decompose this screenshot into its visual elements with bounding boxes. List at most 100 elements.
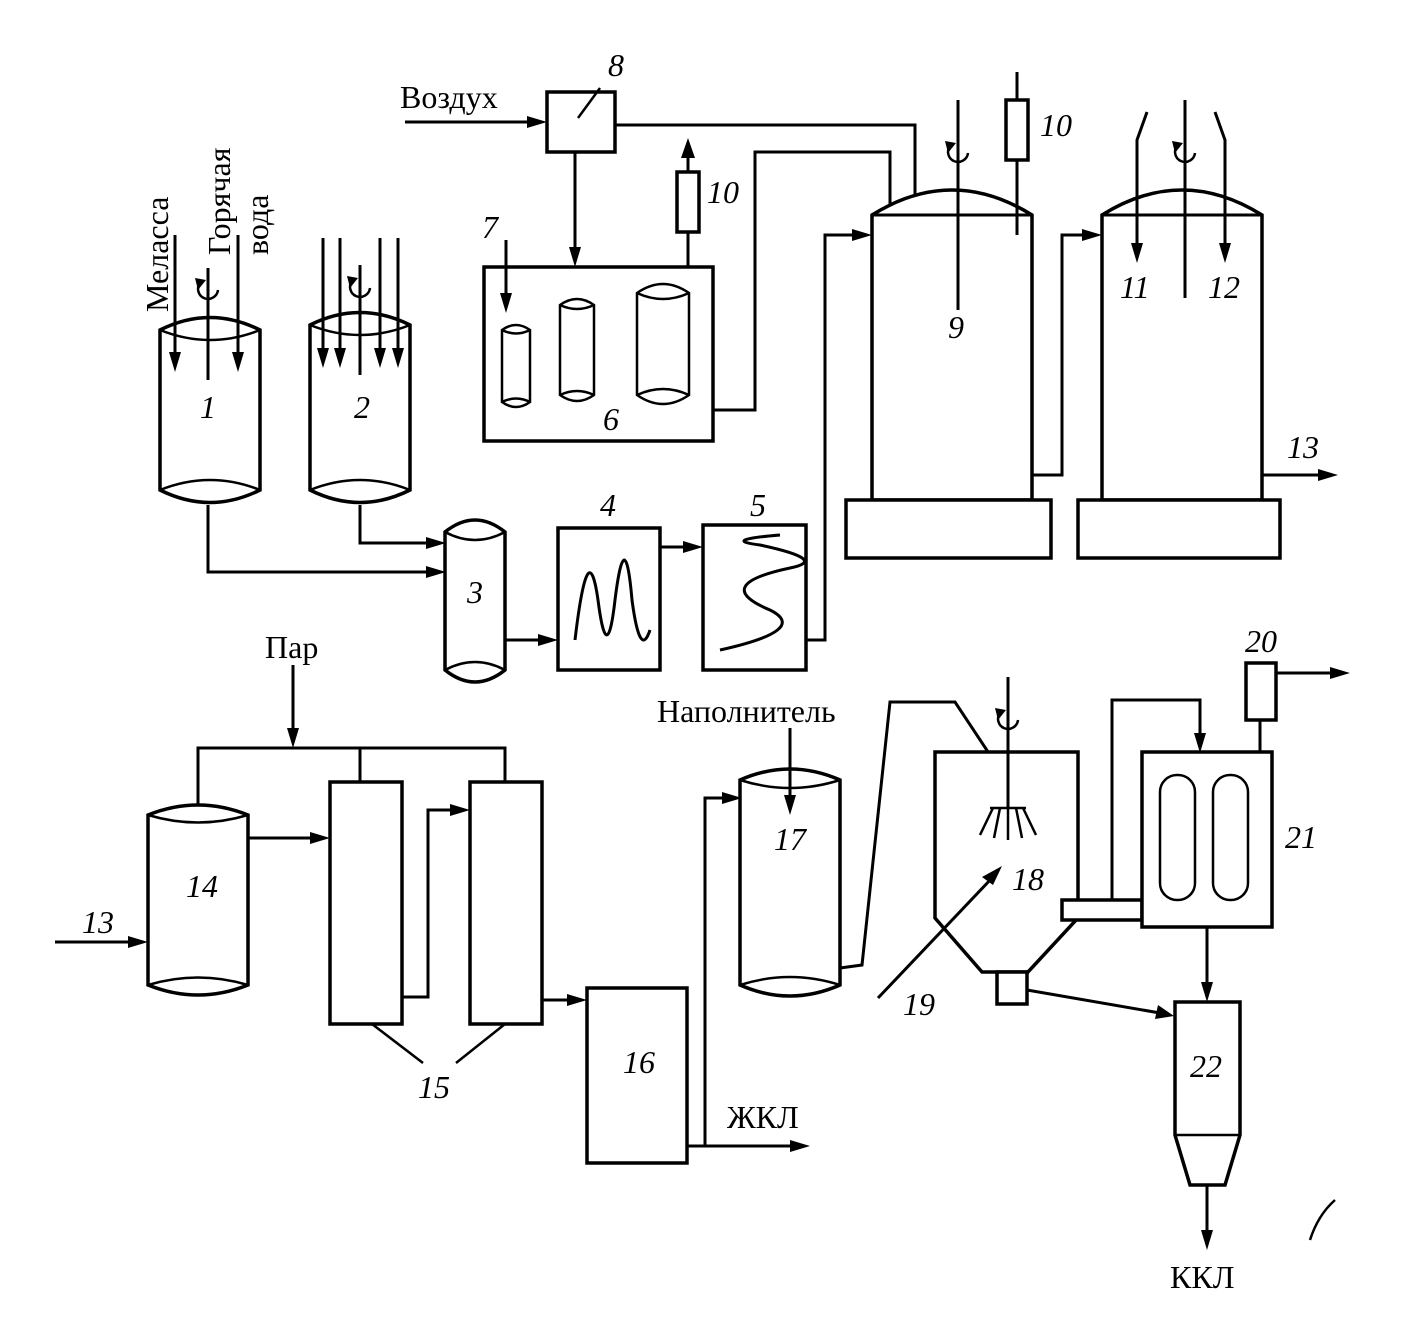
coil-icon [573, 558, 652, 642]
leader-15 [455, 1023, 506, 1064]
tank-16 [585, 986, 689, 1165]
stirrer-icon [1172, 141, 1197, 164]
cyclone-element [1211, 773, 1250, 902]
pipe-15a-to-15b [402, 808, 455, 999]
vessel-17 [738, 767, 842, 998]
inlet-13 [55, 936, 148, 948]
pipe-8-to-9 [615, 123, 917, 250]
filler-label: Наполнитель [657, 693, 836, 729]
number-3: 3 [466, 574, 483, 610]
tank-2-inlets [317, 238, 404, 375]
pipe-8-to-6 [569, 152, 581, 267]
pipe-15-to-16 [542, 994, 587, 1006]
number-8: 8 [608, 47, 624, 83]
hot-water-label: вода [239, 195, 275, 255]
cyclone-duct [1060, 898, 1144, 922]
pipe-dryer-to-21 [1110, 698, 1202, 900]
number-10: 10 [707, 174, 739, 210]
steam-label: Пар [265, 629, 318, 665]
number-6: 6 [603, 401, 619, 437]
scan-mark [1308, 1199, 1336, 1241]
bunker-22 [1173, 1000, 1242, 1187]
dry-product-outlet [1201, 1185, 1213, 1250]
number-18: 18 [1012, 861, 1044, 897]
cooler-5 [701, 523, 808, 672]
heater-4 [556, 526, 662, 672]
filter-20 [1244, 661, 1278, 722]
number-5: 5 [750, 487, 766, 523]
cyclone-element [1158, 773, 1197, 902]
number-21: 21 [1285, 819, 1317, 855]
number-12: 12 [1208, 269, 1240, 305]
inlet-11 [1131, 111, 1149, 263]
pipe-17-to-18 [839, 700, 1002, 970]
steam-inlet [287, 665, 299, 748]
inlet-7 [500, 240, 512, 313]
air-label: Воздух [400, 79, 498, 115]
coil-icon [719, 533, 806, 652]
air-inlet-arrow [405, 116, 547, 128]
liquid-product-label: ЖКЛ [727, 1099, 799, 1135]
cyclone-21 [1140, 750, 1274, 929]
second-fermenter [1076, 188, 1282, 560]
pipe-to-17 [703, 796, 725, 1146]
number-4: 4 [600, 487, 616, 523]
pipe-3-to-4 [505, 634, 558, 646]
hot-water-label: Горячая [201, 147, 237, 255]
vessel-3 [443, 518, 507, 684]
number-19: 19 [903, 986, 935, 1022]
number-14: 14 [186, 868, 218, 904]
pipe-14-to-15 [248, 832, 330, 844]
seed-culture-block-6 [482, 265, 715, 443]
pipes-1-2-to-3 [206, 505, 446, 578]
filter-10 [675, 170, 701, 234]
number-22: 22 [1190, 1048, 1222, 1084]
tank-1 [158, 315, 262, 505]
evaporator-15a [328, 780, 404, 1026]
hot-air-inlet-19 [876, 866, 1002, 1000]
leader-8 [576, 87, 602, 119]
pipe-5-to-9 [806, 233, 857, 642]
number-17: 17 [774, 821, 808, 857]
number-9: 9 [948, 309, 964, 345]
stirrer-icon [995, 708, 1020, 731]
pipe-6-to-9 [713, 150, 892, 412]
atomizer-nozzles [978, 806, 1038, 840]
dry-product-label: ККЛ [1170, 1259, 1234, 1295]
pipe-18-to-22 [1026, 988, 1174, 1019]
pipe-9-to-second-fermenter [1032, 233, 1087, 477]
stirrer-icon [347, 276, 372, 299]
number-16: 16 [623, 1044, 655, 1080]
pipe-21-to-22 [1201, 927, 1213, 1002]
number-10: 10 [1040, 107, 1072, 143]
vessel-14 [146, 803, 250, 997]
tank-2 [308, 310, 412, 505]
dryer-outlet [995, 970, 1029, 1006]
stream-13-label: 13 [82, 904, 114, 940]
pipe-4-to-5 [660, 541, 703, 553]
stream-13-label: 13 [1287, 429, 1319, 465]
stirrer-icon [195, 278, 220, 301]
stirrer-icon [945, 141, 970, 164]
leader-15 [371, 1023, 424, 1064]
number-7: 7 [482, 209, 500, 245]
steam-header [196, 746, 507, 810]
filter-10 [1004, 98, 1030, 162]
air-filter-8 [545, 90, 617, 154]
number-1: 1 [200, 389, 216, 425]
fermenter-9 [844, 188, 1053, 560]
inlet-12 [1213, 111, 1231, 263]
number-15: 15 [418, 1069, 450, 1105]
number-2: 2 [354, 389, 370, 425]
seed-vessels [500, 282, 691, 409]
number-20: 20 [1245, 623, 1277, 659]
molasses-label: Меласса [139, 197, 175, 312]
number-11: 11 [1120, 269, 1150, 305]
exhaust-arrow [1276, 667, 1350, 679]
tank-1-inlets [169, 235, 244, 380]
outlet-13 [1262, 469, 1338, 481]
filler-inlet [784, 728, 796, 815]
evaporator-15b [468, 780, 544, 1026]
